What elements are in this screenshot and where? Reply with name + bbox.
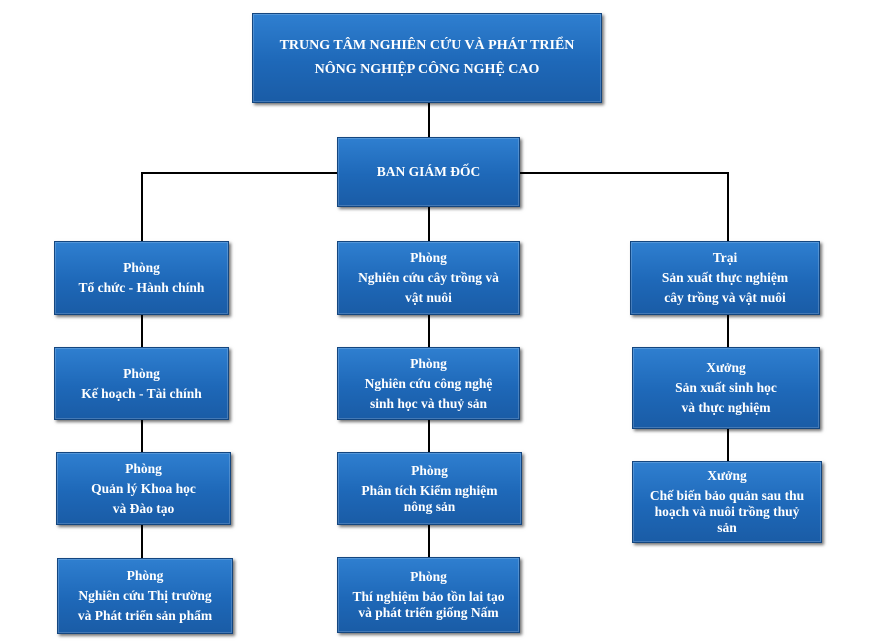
left-node-3-line-3: và Đào tạo <box>112 500 175 516</box>
middle-node-3: Phòng Phân tích Kiểm nghiệm nông sản <box>337 452 522 525</box>
left-node-2-line-1: Phòng <box>123 365 160 381</box>
connector-right-1-2 <box>727 315 729 347</box>
left-node-4-line-2: Nghiên cứu Thị trường <box>78 588 212 603</box>
board-label: BAN GIÁM ĐỐC <box>376 164 481 179</box>
connector-right-drop <box>727 172 729 241</box>
left-node-1-line-1: Phòng <box>123 260 160 275</box>
right-node-2-line-2: Sản xuất sinh học <box>675 380 777 395</box>
left-node-1: Phòng Tổ chức - Hành chính <box>54 241 229 315</box>
connector-middle-2-3 <box>428 420 430 452</box>
right-node-3-line-1: Xưởng <box>707 468 747 483</box>
left-node-4: Phòng Nghiên cứu Thị trường và Phát triể… <box>57 558 233 634</box>
right-node-3-line-2: Chế biến bảo quản sau thu <box>649 488 805 503</box>
connector-left-1-2 <box>141 315 143 347</box>
middle-node-4-line-1: Phòng <box>410 569 447 584</box>
middle-node-4-line-3: và phát triển giống Nấm <box>358 605 499 620</box>
right-node-1: Trại Sản xuất thực nghiệm cây trồng và v… <box>630 241 820 315</box>
middle-node-3-line-1: Phòng <box>411 462 448 478</box>
right-node-2-line-1: Xưởng <box>706 360 746 375</box>
connector-middle-3-4 <box>428 525 430 557</box>
middle-node-1-line-1: Phòng <box>410 250 447 265</box>
left-node-3-line-1: Phòng <box>125 460 162 476</box>
right-node-1-line-2: Sản xuất thực nghiệm <box>661 270 789 285</box>
middle-node-4-line-2: Thí nghiệm bảo tồn lai tạo <box>352 589 505 604</box>
connector-middle-1-2 <box>428 315 430 347</box>
board-node: BAN GIÁM ĐỐC <box>337 137 520 207</box>
connector-left-2-3 <box>141 420 143 452</box>
right-node-2-line-3: và thực nghiệm <box>681 400 771 415</box>
root-line-1: TRUNG TÂM NGHIÊN CỨU VÀ PHÁT TRIỂN <box>279 38 575 53</box>
left-node-2: Phòng Kế hoạch - Tài chính <box>54 347 229 420</box>
middle-node-4: Phòng Thí nghiệm bảo tồn lai tạo và phát… <box>337 557 520 633</box>
right-node-1-line-1: Trại <box>712 250 738 265</box>
middle-node-3-line-2: Phân tích Kiểm nghiệm <box>361 482 498 498</box>
left-node-2-line-2: Kế hoạch - Tài chính <box>81 385 202 401</box>
connector-left-drop <box>141 172 143 241</box>
middle-node-2-line-1: Phòng <box>410 355 447 371</box>
left-node-3: Phòng Quản lý Khoa học và Đào tạo <box>56 452 231 525</box>
connector-root-board <box>428 103 430 137</box>
right-node-2: Xưởng Sản xuất sinh học và thực nghiệm <box>632 347 820 429</box>
left-node-4-line-3: và Phát triển sản phẩm <box>77 608 213 623</box>
left-node-4-line-1: Phòng <box>126 568 164 583</box>
root-line-2: NÔNG NGHIỆP CÔNG NGHỆ CAO <box>314 62 540 77</box>
middle-node-2-line-3: sinh học và thuỷ sản <box>369 395 488 411</box>
middle-node-1-line-3: vật nuôi <box>405 290 452 305</box>
left-node-3-line-2: Quản lý Khoa học <box>91 480 196 496</box>
middle-node-1-line-2: Nghiên cứu cây trồng và <box>358 270 499 285</box>
right-node-1-line-3: cây trồng và vật nuôi <box>664 290 786 305</box>
right-node-3-line-4: sản <box>717 520 737 535</box>
middle-node-2-line-2: Nghiên cứu công nghệ <box>364 375 493 391</box>
connector-right-2-3 <box>727 429 729 461</box>
connector-left-3-4 <box>141 525 143 558</box>
right-node-3: Xưởng Chế biến bảo quản sau thu hoạch và… <box>632 461 822 543</box>
left-node-1-line-2: Tổ chức - Hành chính <box>78 280 205 295</box>
middle-node-2: Phòng Nghiên cứu công nghệ sinh học và t… <box>337 347 520 420</box>
middle-node-1: Phòng Nghiên cứu cây trồng và vật nuôi <box>337 241 520 315</box>
middle-node-3-line-3: nông sản <box>403 498 456 514</box>
connector-middle-drop <box>428 207 430 241</box>
root-node: TRUNG TÂM NGHIÊN CỨU VÀ PHÁT TRIỂN NÔNG … <box>252 13 602 103</box>
right-node-3-line-3: hoạch và nuôi trồng thuỷ <box>654 504 800 519</box>
